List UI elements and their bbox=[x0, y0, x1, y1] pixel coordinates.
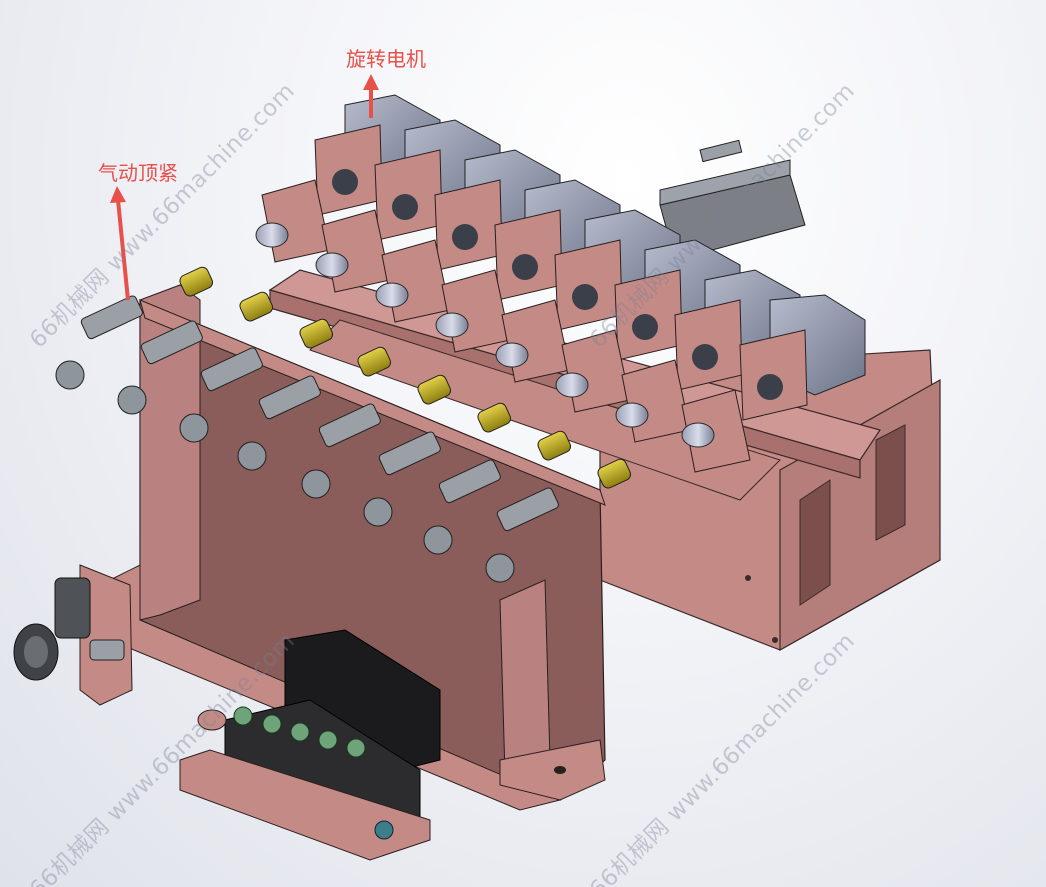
pneumatic-clamp-label: 气动顶紧 bbox=[98, 161, 178, 185]
rotary-motor bbox=[739, 294, 866, 421]
spindle-housing bbox=[375, 239, 451, 323]
spindle-housing-row bbox=[255, 179, 751, 473]
callout-arrows bbox=[110, 74, 379, 301]
spindle-housing bbox=[435, 269, 511, 353]
rotary-motor bbox=[554, 209, 681, 331]
pneumatic-clamp bbox=[237, 346, 392, 471]
rotary-motor-label: 旋转电机 bbox=[346, 47, 426, 71]
solenoid-valve-manifold bbox=[179, 629, 441, 861]
spindle-housing bbox=[255, 179, 331, 263]
pneumatic-clamp bbox=[485, 458, 632, 583]
pneumatic-clamp bbox=[55, 266, 214, 390]
spindle-housing bbox=[555, 329, 631, 413]
spindle-housing bbox=[681, 389, 751, 473]
spindle-housing bbox=[615, 359, 691, 443]
pneumatic-clamp bbox=[423, 430, 572, 555]
pneumatic-clamp bbox=[363, 402, 512, 527]
rotary-motor bbox=[314, 94, 441, 216]
rotary-motor-group bbox=[314, 94, 866, 421]
pneumatic-clamp bbox=[301, 374, 452, 499]
pneumatic-clamp bbox=[117, 291, 274, 415]
pneumatic-clamp bbox=[179, 318, 334, 443]
pneumatic-clamp-row bbox=[55, 266, 632, 583]
air-filter-regulator bbox=[13, 564, 133, 706]
spindle-housing bbox=[495, 299, 571, 383]
spindle-housing bbox=[315, 209, 391, 293]
